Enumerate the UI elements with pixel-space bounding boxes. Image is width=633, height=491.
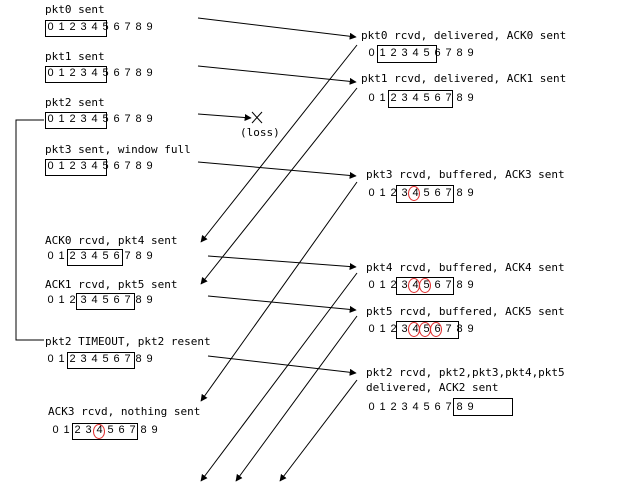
sender-event-8: ACK3 rcvd, nothing sent (48, 405, 201, 418)
acked-circle (93, 424, 105, 439)
buffered-circle (430, 322, 442, 337)
window-box (377, 45, 437, 63)
sender-event-3: pkt2 sent (45, 96, 105, 109)
window-box (45, 20, 107, 37)
sender-event-6: ACK1 rcvd, pkt5 sent (45, 278, 178, 291)
receiver-event-1: pkt0 rcvd, delivered, ACK0 sent (361, 29, 567, 42)
arrow-ack0 (200, 44, 358, 243)
arrow-pkt2-lost (197, 113, 252, 122)
sender-event-1: pkt0 sent (45, 3, 105, 16)
sender-event-5: ACK0 rcvd, pkt4 sent (45, 234, 178, 247)
arrow-pkt4 (207, 255, 357, 271)
sender-event-7: pkt2 TIMEOUT, pkt2 resent (45, 335, 211, 348)
buffered-circle (419, 278, 431, 293)
window-box (72, 423, 138, 440)
arrow-ack2 (279, 379, 358, 482)
timeout-bracket (15, 119, 44, 341)
buffered-circle (408, 186, 420, 201)
window-box (396, 277, 454, 295)
sender-event-2: pkt1 sent (45, 50, 105, 63)
receiver-event-3: pkt3 rcvd, buffered, ACK3 sent (366, 168, 565, 181)
window-box (45, 112, 107, 129)
window-box (453, 398, 513, 416)
arrow-ack4 (200, 272, 358, 482)
window-box (388, 90, 453, 108)
receiver-event-5: pkt5 rcvd, buffered, ACK5 sent (366, 305, 565, 318)
window-box (67, 352, 135, 369)
arrow-ack5 (235, 315, 358, 482)
arrow-pkt5 (207, 295, 357, 313)
sender-event-4: pkt3 sent, window full (45, 143, 191, 156)
arrow-ack3 (200, 181, 358, 402)
receiver-event-2: pkt1 rcvd, delivered, ACK1 sent (361, 72, 567, 85)
window-box (396, 185, 454, 203)
arrow-pkt1 (197, 65, 357, 85)
arrow-pkt3 (197, 161, 357, 179)
receiver-event-4: pkt4 rcvd, buffered, ACK4 sent (366, 261, 565, 274)
window-box (67, 249, 123, 266)
arrow-pkt2-resent (207, 355, 357, 376)
window-box (396, 321, 459, 339)
window-box (45, 159, 107, 176)
receiver-event-6-line1: pkt2 rcvd, pkt2,pkt3,pkt4,pkt5 (366, 366, 565, 379)
receiver-event-6-line2: delivered, ACK2 sent (366, 381, 499, 394)
window-box (45, 66, 107, 83)
loss-label: (loss) (240, 126, 280, 139)
loss-x-mark-2 (251, 111, 263, 124)
arrow-ack1 (200, 87, 358, 285)
arrow-pkt0 (197, 17, 357, 40)
window-box (76, 293, 135, 310)
